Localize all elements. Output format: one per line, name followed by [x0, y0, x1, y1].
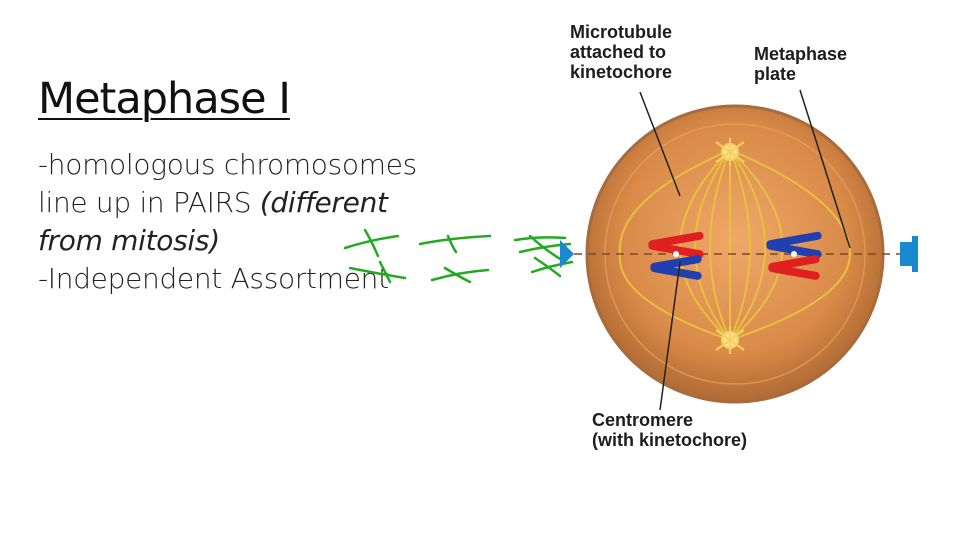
right-arrow-icon: [900, 236, 918, 272]
leader-lines: [639, 89, 851, 411]
slide-title: Metaphase I: [38, 74, 291, 124]
top-centrosome: [715, 138, 745, 166]
chromosome-pair-right: [766, 231, 822, 280]
cell-illustration: [560, 89, 918, 411]
body-line-mitosis: from mitosis): [38, 224, 220, 257]
left-arrow-icon: [560, 240, 574, 268]
body-line-assortment: -Independent Assortment: [38, 262, 389, 295]
label-centromere: Centromere (with kinetochore): [592, 410, 748, 450]
metaphase-diagram: Microtubule attached to kinetochore Meta…: [560, 0, 960, 540]
label-metaphase-plate: Metaphase plate: [754, 44, 848, 84]
body-line-homologous: -homologous chromosomes: [38, 148, 417, 181]
chromosome-pair-left: [648, 231, 704, 280]
different-text: (different: [259, 186, 388, 219]
slide-body: -homologous chromosomes line up in PAIRS…: [38, 146, 558, 298]
label-microtubule: Microtubule attached to kinetochore: [570, 22, 673, 82]
bottom-centrosome: [715, 326, 745, 354]
body-line-pairs: line up in PAIRS (different: [38, 184, 558, 222]
pairs-text: line up in PAIRS: [38, 186, 260, 219]
